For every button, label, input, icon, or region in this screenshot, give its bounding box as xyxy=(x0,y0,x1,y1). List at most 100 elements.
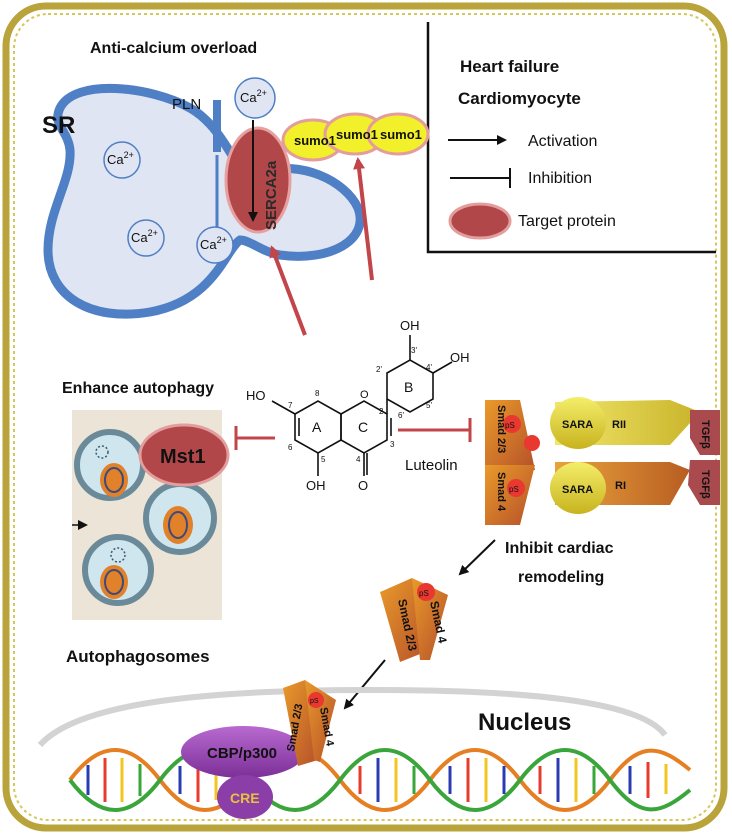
ca-charge: 2+ xyxy=(148,228,158,238)
cre-label: CRE xyxy=(230,790,260,806)
luteolin-structure xyxy=(271,335,453,476)
ca-ion: Ca2+ xyxy=(127,219,165,257)
luteolin-ho: HO xyxy=(246,388,266,403)
smad23-label: Smad 2/3 xyxy=(495,405,507,453)
ps-phospho xyxy=(524,435,540,451)
luteolin-o-ring: O xyxy=(360,389,369,401)
smad23-free xyxy=(380,578,430,662)
autophagy-title: Enhance autophagy xyxy=(62,380,214,397)
sumo1-node xyxy=(366,112,430,156)
ca-ion: Ca2+ xyxy=(234,77,276,119)
serca2a-label: SERCA2a xyxy=(263,160,280,230)
cell-membrane-outer xyxy=(2,2,728,832)
svg-text:Ca2+: Ca2+ xyxy=(240,88,267,105)
luteolin-n6: 6 xyxy=(288,443,293,452)
legend-title-line1: Heart failure xyxy=(460,57,559,76)
ps-phospho xyxy=(507,479,525,497)
smad4-protein xyxy=(485,465,535,525)
luteolin-n7: 7 xyxy=(288,401,293,410)
autophagosomes-label: Autophagosomes xyxy=(66,647,210,666)
activation-arrow-serca2a xyxy=(269,245,307,336)
sumo1-chain: sumo1 sumo1 sumo1 xyxy=(281,112,430,162)
svg-text:Ca2+: Ca2+ xyxy=(200,235,227,252)
luteolin-n4: 4 xyxy=(356,455,361,464)
ca-text: Ca xyxy=(240,90,257,105)
ps-phospho xyxy=(503,415,521,433)
smad-complex: Smad 2/3 Smad 4 pS xyxy=(380,578,450,662)
smad23-nuclear xyxy=(283,680,318,766)
autophagosome xyxy=(82,534,154,606)
dna-helix xyxy=(68,748,692,812)
ca-charge: 2+ xyxy=(124,150,134,160)
tgfb-label: TGFβ xyxy=(699,420,711,449)
luteolin-oh-4p: OH xyxy=(450,350,470,365)
legend-inhibition-label: Inhibition xyxy=(528,170,592,187)
luteolin-n4p: 4' xyxy=(426,363,432,372)
tgfb-receptor-complex: Smad 2/3 Smad 4 pS pS SARA SARA RII RI T… xyxy=(485,397,720,525)
sr-label: SR xyxy=(42,112,75,139)
sumo1-label: sumo1 xyxy=(294,133,336,148)
luteolin-oh-3p: OH xyxy=(400,318,420,333)
legend-frame xyxy=(426,22,716,254)
sara-label-top: SARA xyxy=(562,419,593,431)
ca-charge: 2+ xyxy=(217,235,227,245)
ps-phospho xyxy=(308,692,324,708)
tgfb-ligand xyxy=(688,460,720,505)
dna-strand xyxy=(68,748,692,812)
ps-label: pS xyxy=(505,421,515,430)
ps-phospho xyxy=(417,583,435,601)
luteolin-ring-a: A xyxy=(312,419,322,435)
ps-free-label: pS xyxy=(419,589,429,598)
serca2a-protein xyxy=(224,126,292,234)
ca-text: Ca xyxy=(200,237,217,252)
tgfb-ligand xyxy=(690,410,720,455)
ca-ion: Ca2+ xyxy=(196,226,234,264)
cbp-p300-protein xyxy=(181,726,305,778)
luteolin-oh-5: OH xyxy=(306,478,326,493)
cre-element xyxy=(217,775,273,819)
ri-label: RI xyxy=(615,480,626,492)
luteolin-n5p: 5' xyxy=(426,401,432,410)
smad-complex-nuclear: Smad 2/3 Smad 4 pS xyxy=(283,680,336,766)
cbp-p300-label: CBP/p300 xyxy=(207,745,277,762)
pln-protein xyxy=(213,100,221,152)
ps-label: pS xyxy=(509,485,519,494)
ca-text: Ca xyxy=(131,230,148,245)
autophagosome xyxy=(74,429,146,501)
autophagosome xyxy=(143,481,217,555)
mst1-protein xyxy=(138,423,230,487)
ca-charge: 2+ xyxy=(257,88,267,98)
inhibit-remodeling-line1: Inhibit cardiac xyxy=(505,540,614,557)
svg-text:Ca2+: Ca2+ xyxy=(131,228,158,245)
nuclear-envelope xyxy=(37,686,668,748)
luteolin-n5: 5 xyxy=(321,455,326,464)
activation-arrow-sumo1 xyxy=(353,157,374,281)
arrow-to-nucleus xyxy=(343,659,386,710)
svg-text:Ca2+: Ca2+ xyxy=(107,150,134,167)
sara-protein xyxy=(550,462,606,514)
legend-activation-label: Activation xyxy=(528,133,597,150)
luteolin-n3: 3 xyxy=(390,440,395,449)
legend-target-protein-label: Target protein xyxy=(518,213,616,230)
title-anti-calcium-overload: Anti-calcium overload xyxy=(90,40,257,57)
sara-label-bottom: SARA xyxy=(562,484,593,496)
mst1-label: Mst1 xyxy=(160,446,206,468)
legend-title-line2: Cardiomyocyte xyxy=(458,89,581,108)
ps-nuclear-label: pS xyxy=(310,698,319,705)
ca-text: Ca xyxy=(107,152,124,167)
luteolin-n3p: 3' xyxy=(411,346,417,355)
smad23-protein xyxy=(485,400,535,470)
luteolin-ring-b: B xyxy=(404,379,413,395)
pln-label: PLN xyxy=(172,96,201,113)
luteolin-n6p: 6' xyxy=(398,411,404,420)
ca-ion: Ca2+ xyxy=(103,141,141,179)
sumo1-label: sumo1 xyxy=(336,127,378,142)
luteolin-n2: 2 xyxy=(379,407,384,416)
luteolin-n8: 8 xyxy=(315,389,320,398)
smad4-label: Smad 4 xyxy=(495,472,507,512)
luteolin-name: Luteolin xyxy=(405,457,458,474)
rii-label: RII xyxy=(612,419,626,431)
tgfb-label: TGFβ xyxy=(699,470,711,499)
arrow-to-smad-complex xyxy=(458,539,496,576)
